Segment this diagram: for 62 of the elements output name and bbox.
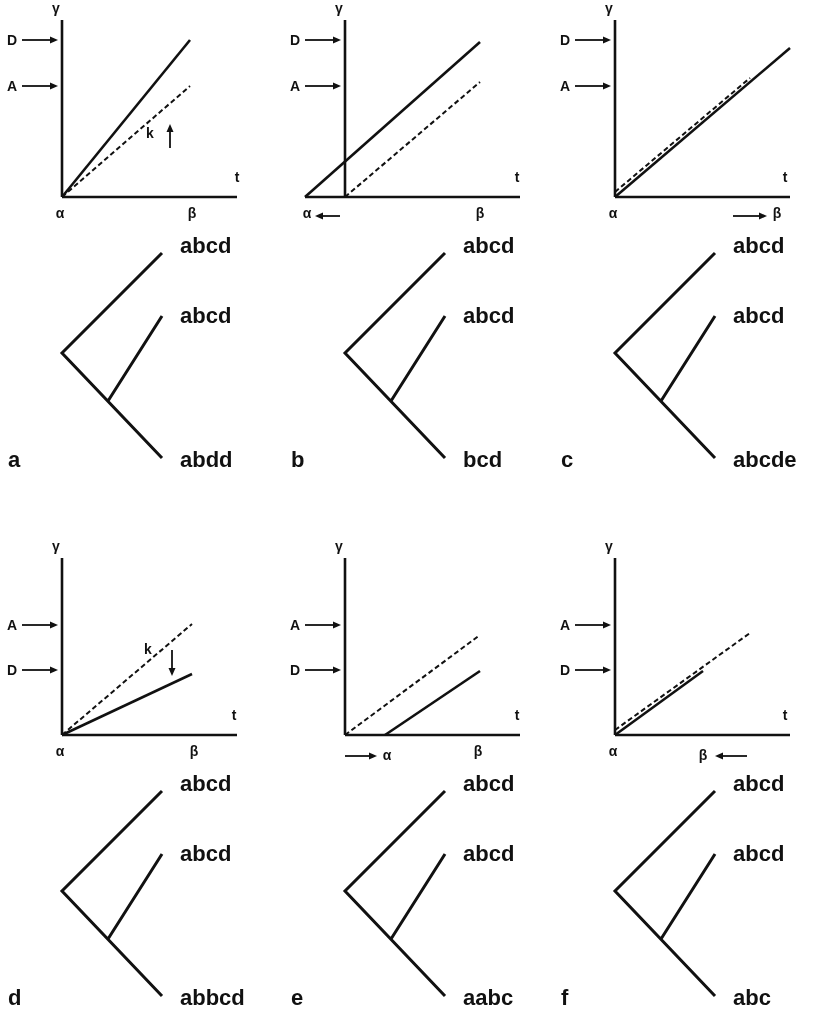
axis-label: γ <box>335 539 343 553</box>
panel-letter: c <box>561 449 574 471</box>
axis-label: γ <box>605 539 613 553</box>
level-label: D <box>289 663 301 677</box>
leaf-label: aabc <box>463 987 514 1009</box>
leaf-label: abcd <box>733 235 785 257</box>
level-label: D <box>559 663 571 677</box>
leaf-label: bcd <box>463 449 503 471</box>
axis-point-label: β <box>475 206 485 220</box>
axis-point-label: α <box>55 744 65 758</box>
axis-point-label: α <box>608 206 618 220</box>
leaf-label: abcd <box>463 843 515 865</box>
level-label: A <box>559 79 571 93</box>
axis-label: t <box>514 708 520 722</box>
panel-letter: b <box>291 449 305 471</box>
axis-label: γ <box>335 1 343 15</box>
leaf-label: abcde <box>733 449 797 471</box>
leaf-label: abcd <box>733 305 785 327</box>
axis-point-label: α <box>302 206 312 220</box>
axis-point-label: β <box>473 744 483 758</box>
leaf-label: abbcd <box>180 987 245 1009</box>
level-label: D <box>289 33 301 47</box>
leaf-label: abc <box>733 987 771 1009</box>
level-label: D <box>559 33 571 47</box>
axis-label: t <box>234 170 240 184</box>
leaf-label: abcd <box>733 843 785 865</box>
level-label: A <box>6 618 18 632</box>
panel-letter: f <box>561 987 569 1009</box>
panel-letter: d <box>8 987 22 1009</box>
line-label: k <box>146 126 154 140</box>
leaf-label: abcd <box>463 235 515 257</box>
level-label: A <box>289 618 301 632</box>
leaf-label: abcd <box>463 773 515 795</box>
level-label: A <box>289 79 301 93</box>
axis-point-label: β <box>189 744 199 758</box>
axis-label: t <box>231 708 237 722</box>
axis-point-label: β <box>187 206 197 220</box>
axis-point-label: β <box>772 206 782 220</box>
leaf-label: abcd <box>180 235 232 257</box>
level-label: A <box>559 618 571 632</box>
level-label: A <box>6 79 18 93</box>
leaf-label: abcd <box>180 843 232 865</box>
leaf-label: abcd <box>180 305 232 327</box>
leaf-label: abcd <box>180 773 232 795</box>
leaf-label: abdd <box>180 449 233 471</box>
panel-letter: a <box>8 449 21 471</box>
axis-point-label: β <box>698 748 708 762</box>
leaf-label: abcd <box>463 305 515 327</box>
level-label: D <box>6 663 18 677</box>
leaf-label: abcd <box>733 773 785 795</box>
axis-label: γ <box>605 1 613 15</box>
axis-label: γ <box>52 539 60 553</box>
axis-label: t <box>514 170 520 184</box>
axis-label: t <box>782 708 788 722</box>
level-label: D <box>6 33 18 47</box>
axis-label: γ <box>52 1 60 15</box>
axis-label: t <box>782 170 788 184</box>
axis-point-label: α <box>55 206 65 220</box>
axis-point-label: α <box>382 748 392 762</box>
line-label: k <box>144 642 152 656</box>
axis-point-label: α <box>608 744 618 758</box>
panel-letter: e <box>291 987 304 1009</box>
